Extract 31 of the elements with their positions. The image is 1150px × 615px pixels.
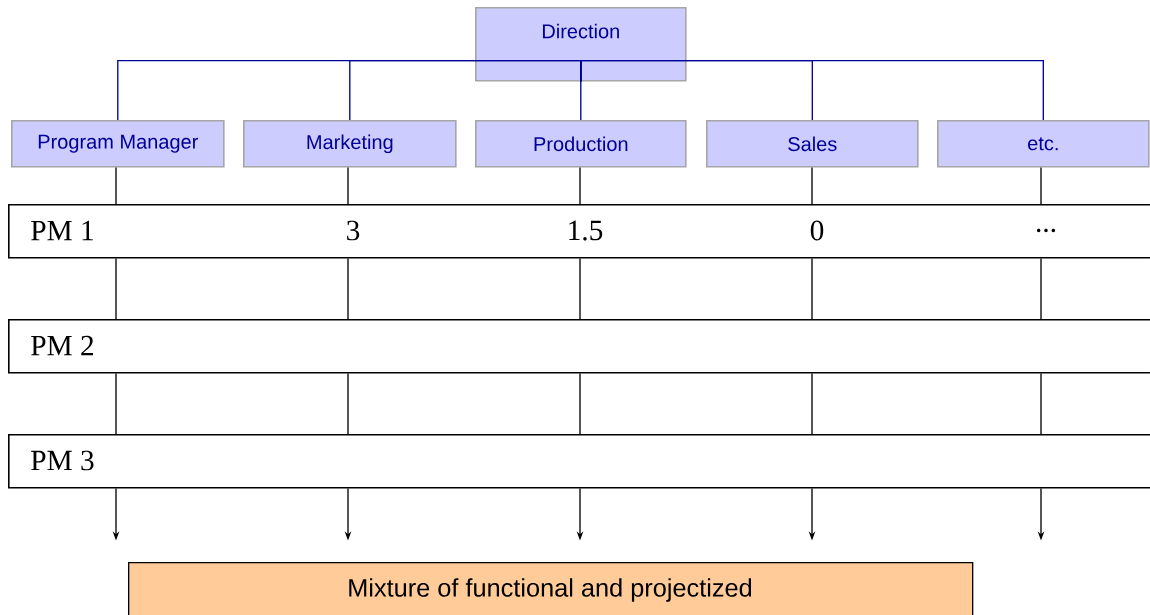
cell-value: 1.5 <box>569 220 603 241</box>
org-box: Program Manager <box>11 120 225 168</box>
result-box: Mixture of functional and projectized <box>128 562 974 615</box>
row-label: PM 3 <box>31 450 94 471</box>
connector-line <box>115 372 117 435</box>
connector-line <box>811 166 813 205</box>
row-label: PM 2 <box>31 335 94 356</box>
org-box: Marketing <box>243 120 457 168</box>
connector-line <box>347 372 349 435</box>
connector-line <box>115 257 117 320</box>
connector-line <box>579 372 581 435</box>
org-box: etc. <box>937 120 1150 168</box>
cell-value: 0 <box>810 220 824 241</box>
connector-line <box>811 257 813 320</box>
connector-line <box>811 372 813 435</box>
box-label: Direction <box>543 23 619 39</box>
connector-line <box>1040 257 1042 320</box>
cell-value: ... <box>1036 228 1056 233</box>
connector-line <box>579 166 581 205</box>
connector-line <box>1040 372 1042 435</box>
connector-line <box>349 59 582 121</box>
connector-line <box>580 59 1044 121</box>
connector-line <box>579 257 581 320</box>
org-box: Production <box>475 120 687 168</box>
row-label: PM 1 <box>31 220 93 241</box>
cell-value: 3 <box>347 220 360 241</box>
connector-line <box>347 257 349 320</box>
connector-line <box>1040 166 1042 205</box>
connector-line <box>115 166 117 205</box>
org-box: Sales <box>706 120 919 168</box>
connector-line <box>347 166 349 205</box>
